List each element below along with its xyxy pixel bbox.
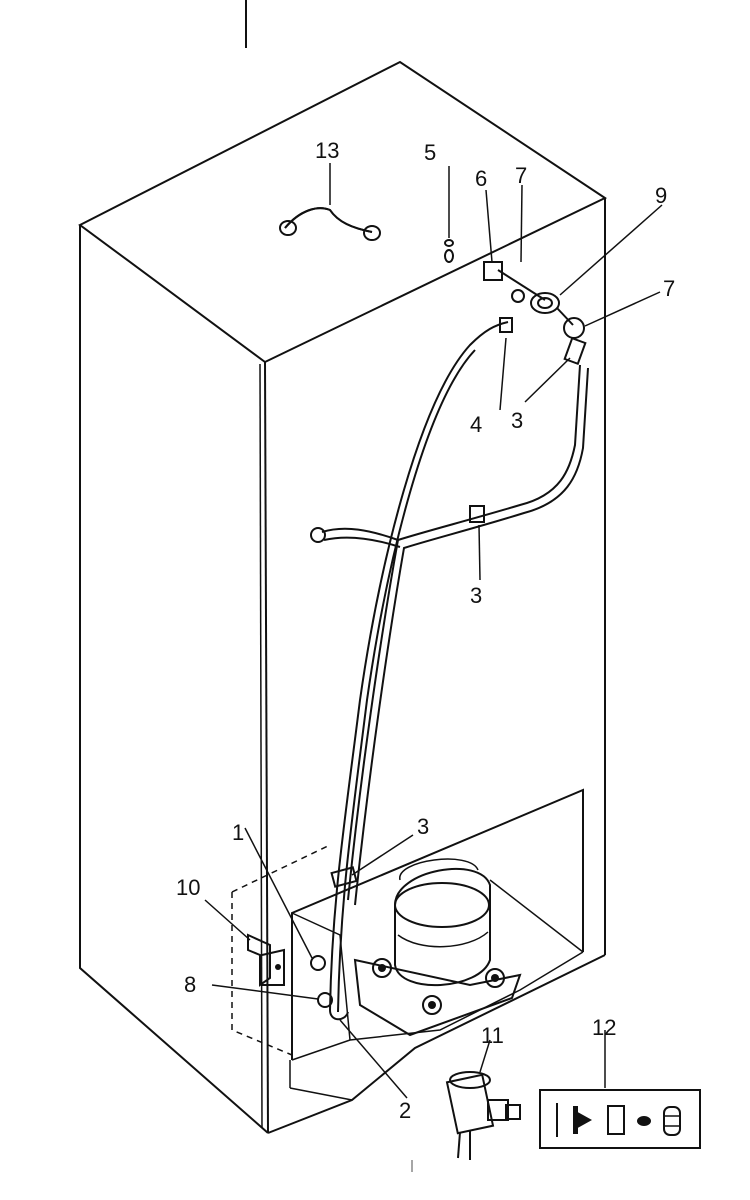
callout-5: 5 <box>424 140 436 165</box>
tube-connector-part-13 <box>279 207 381 241</box>
callout-4: 4 <box>470 412 482 437</box>
leader-lines <box>204 163 663 1099</box>
callout-11: 11 <box>481 1023 504 1048</box>
callout-7-right: 7 <box>663 276 675 301</box>
parts-kit-part-12 <box>539 1089 701 1149</box>
dashed-bracket-outline <box>231 844 331 1056</box>
callout-13: 13 <box>315 138 339 163</box>
bracket-part-10 <box>247 933 285 987</box>
water-valve-part-11 <box>445 1071 521 1160</box>
callout-9: 9 <box>655 183 667 208</box>
refrigerator-cabinet <box>78 60 608 1134</box>
screw-part-5 <box>444 239 454 263</box>
fitting-part-8 <box>317 992 333 1008</box>
callout-7-top: 7 <box>515 163 527 188</box>
top-fittings <box>444 239 587 366</box>
callout-3-top: 3 <box>511 408 523 433</box>
callout-12: 12 <box>592 1015 616 1040</box>
callout-3-bottom: 3 <box>417 814 429 839</box>
callout-labels: 13 5 6 7 9 7 4 3 3 3 1 10 8 2 11 12 <box>176 138 675 1123</box>
fitting-part-1 <box>310 955 326 971</box>
compressor-compartment <box>291 788 584 1061</box>
callout-1: 1 <box>232 820 244 845</box>
callout-6: 6 <box>475 166 487 191</box>
callout-2: 2 <box>399 1098 411 1123</box>
callout-10: 10 <box>176 875 200 900</box>
callout-3-mid: 3 <box>470 583 482 608</box>
compressor <box>353 858 522 1037</box>
callout-8: 8 <box>184 972 196 997</box>
water-tubing <box>310 321 589 1021</box>
